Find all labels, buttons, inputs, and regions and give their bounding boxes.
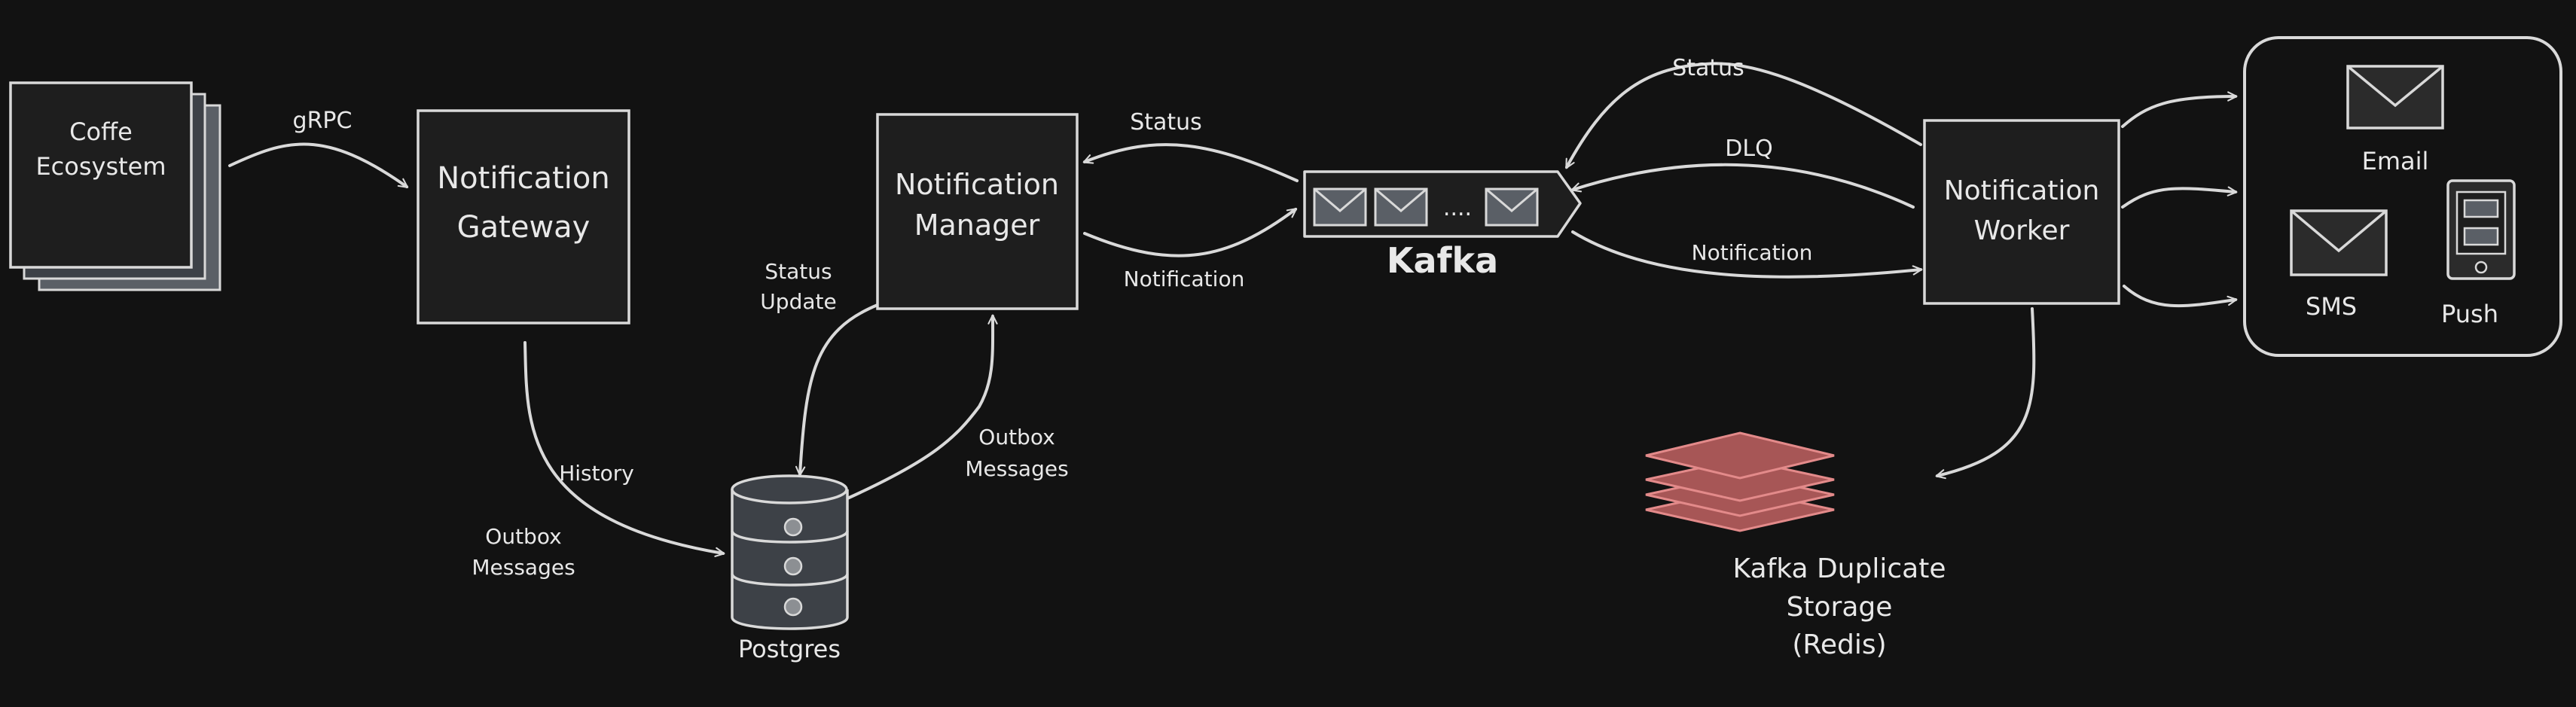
- node-gateway-line2: Gateway: [457, 210, 591, 245]
- edge-status-update-arrow: [795, 303, 879, 477]
- node-kafka[interactable]: .... Kafka: [1303, 170, 1582, 281]
- node-notification-manager[interactable]: Notification Manager: [876, 113, 1079, 310]
- edge-outbox-manager-line2: Messages: [965, 456, 1068, 481]
- node-kafka-label: Kafka: [1387, 240, 1498, 281]
- edge-redis-arrow: [1935, 307, 2036, 480]
- edge-grpc-arrow: [228, 142, 409, 188]
- node-worker-line2: Worker: [1974, 215, 2070, 246]
- kafka-ellipsis: ....: [1443, 195, 1472, 221]
- node-coffe-ecosystem-line1: Coffe: [69, 117, 133, 146]
- edge-manager-to-postgres: Status Update: [760, 259, 879, 477]
- edge-dlq-label: DLQ: [1725, 136, 1772, 162]
- node-coffe-ecosystem-line2: Ecosystem: [35, 152, 166, 181]
- node-notification-worker[interactable]: Notification Worker: [1923, 119, 2120, 305]
- edge-worker-to-redis: [1935, 307, 2036, 480]
- edge-outbox-manager-line1: Outbox: [978, 425, 1055, 449]
- edge-status-manager-label: Status: [1130, 109, 1202, 136]
- node-manager-line1: Notification: [895, 168, 1059, 201]
- edge-push-arrow: [2123, 285, 2238, 308]
- node-redis-line1: Kafka Duplicate: [1733, 553, 1946, 584]
- channel-email-label: Email: [2362, 147, 2429, 175]
- edge-outbox-gateway-line2: Messages: [472, 555, 575, 580]
- edge-notification-worker-label: Notification: [1692, 240, 1813, 265]
- edge-sms-arrow: [2121, 186, 2238, 209]
- node-channels[interactable]: Email SMS Push: [2243, 36, 2562, 357]
- channel-push-label: Push: [2441, 300, 2498, 328]
- edge-notification-manager-arrow: [1083, 208, 1298, 258]
- node-redis-line2: Storage: [1787, 592, 1893, 623]
- node-redis-line3: (Redis): [1792, 629, 1886, 660]
- edge-worker-dlq-to-kafka: DLQ: [1570, 136, 1915, 209]
- edge-grpc: gRPC: [228, 108, 409, 188]
- edge-worker-to-channels: [2121, 91, 2238, 308]
- edge-dlq-arrow: [1570, 163, 1915, 209]
- channel-sms-label: SMS: [2306, 292, 2357, 321]
- edge-gateway-to-postgres: History Outbox Messages: [472, 341, 725, 580]
- redis-stack-icon: [1645, 431, 1835, 532]
- edge-status-update-line2: Update: [760, 289, 836, 314]
- edge-status-update-line1: Status: [765, 259, 832, 284]
- node-manager-line2: Manager: [914, 209, 1040, 242]
- push-phone-icon: [2446, 179, 2516, 280]
- edge-status-manager-arrow: [1082, 143, 1299, 182]
- kafka-envelope-icon-1: [1313, 187, 1367, 227]
- kafka-envelope-icon-3: [1485, 187, 1539, 227]
- edge-worker-status-to-kafka: Status: [1565, 55, 1922, 169]
- edge-notification-worker-arrow: [1571, 230, 1923, 279]
- node-worker-line1: Notification: [1944, 175, 2100, 206]
- edge-email-arrow: [2121, 91, 2238, 128]
- node-coffe-ecosystem[interactable]: Coffe Ecosystem: [9, 81, 221, 291]
- edge-manager-notification-to-kafka: Notification: [1083, 208, 1298, 291]
- node-redis[interactable]: Kafka Duplicate Storage (Redis): [1645, 431, 1946, 660]
- edge-kafka-notification-to-worker: Notification: [1571, 230, 1923, 279]
- edge-grpc-label: gRPC: [293, 108, 353, 134]
- edge-status-worker-label: Status: [1672, 55, 1744, 81]
- kafka-envelope-icon-2: [1374, 187, 1428, 227]
- edge-notification-manager-label: Notification: [1124, 267, 1245, 291]
- node-postgres[interactable]: Postgres: [731, 474, 849, 663]
- edge-kafka-status-to-manager: Status: [1082, 109, 1299, 182]
- edge-postgres-to-manager: Outbox Messages: [846, 314, 1069, 500]
- node-postgres-label: Postgres: [738, 635, 841, 663]
- edge-outbox-gateway-line1: Outbox: [485, 524, 561, 549]
- email-icon: [2346, 65, 2444, 130]
- node-gateway-line1: Notification: [437, 161, 610, 196]
- edge-history-label: History: [559, 461, 634, 486]
- edge-status-worker-arrow: [1565, 62, 1922, 169]
- edge-history-arrow: [523, 341, 725, 557]
- sms-icon: [2290, 209, 2388, 276]
- database-icon: [731, 474, 849, 630]
- node-notification-gateway[interactable]: Notification Gateway: [417, 109, 630, 325]
- edge-outbox-manager-arrow: [846, 314, 998, 500]
